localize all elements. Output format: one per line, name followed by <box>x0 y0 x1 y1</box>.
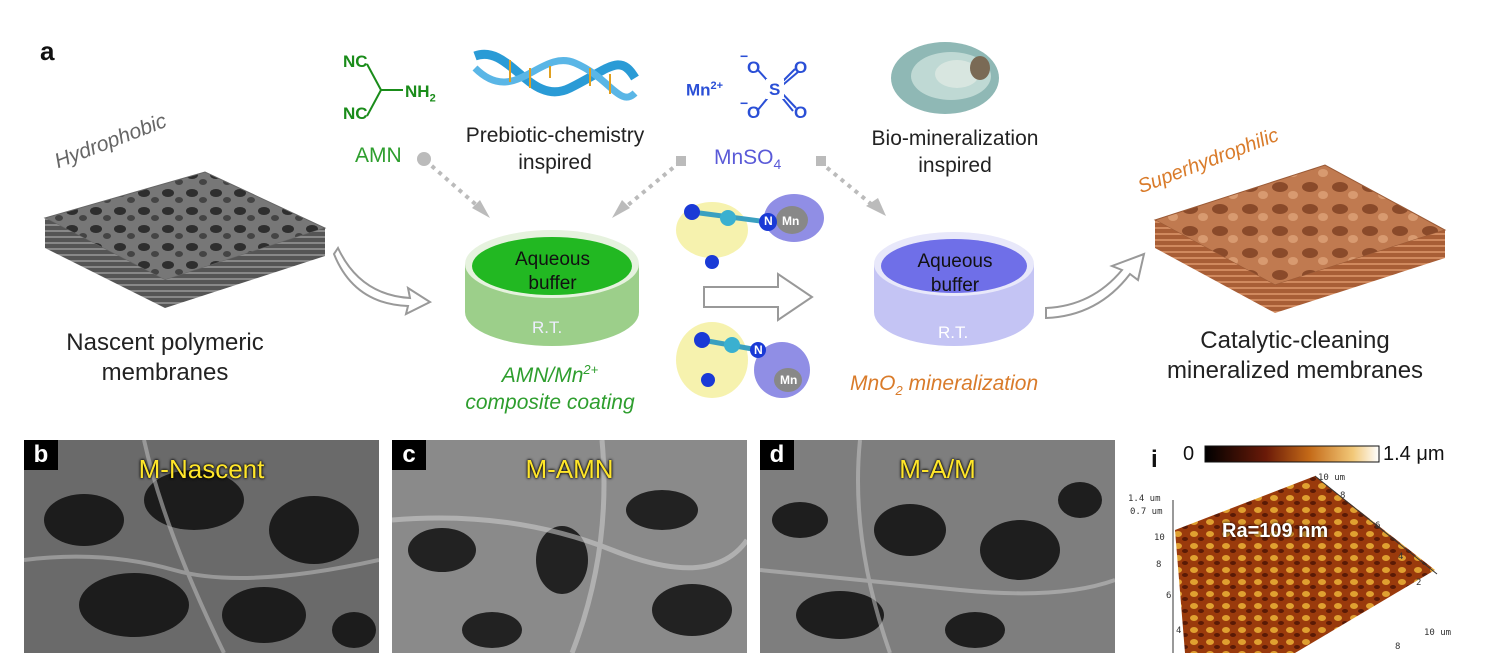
afm-ra-value: Ra=109 nm <box>1222 520 1329 542</box>
afm-right-tick-3: 6 <box>1375 521 1381 531</box>
mn-ion: Mn2+ <box>686 80 724 100</box>
sulfate-structure <box>756 68 799 112</box>
sem-image-b <box>24 440 379 653</box>
afm-right-tick-5: 2 <box>1416 578 1422 588</box>
sem-title-c: M-AMN <box>525 454 614 484</box>
mineralized-membrane-label: Catalytic-cleaning mineralized membranes <box>1166 327 1424 384</box>
sulfate-o3: O <box>747 103 761 122</box>
afm-left-tick-1: 10 <box>1154 533 1165 543</box>
sem-letter-d: d <box>760 440 794 470</box>
dna-helix-image <box>472 49 639 101</box>
afm-z-tick-2: 0.7 um <box>1130 507 1163 517</box>
afm-scale-min: 0 <box>1183 443 1195 465</box>
dish1-buffer: Aqueous buffer <box>514 249 590 294</box>
panel-letter-a: a <box>40 36 55 66</box>
afm-color-scale-bar <box>1204 445 1380 463</box>
mineralized-membrane-image <box>1153 164 1447 313</box>
sulfate-o2: O <box>794 58 808 77</box>
dotted-arrows <box>417 152 886 218</box>
afm-scale-max: 1.4 μm <box>1383 443 1445 465</box>
curved-arrow-right <box>1045 252 1146 320</box>
curved-arrow-left <box>332 245 433 316</box>
afm-z-tick-1: 1.4 um <box>1128 494 1161 504</box>
dish1-caption: AMN/Mn2+ composite coating <box>465 362 635 414</box>
amn-nc-bottom: NC <box>343 104 368 123</box>
afm-right-tick-4: 4 <box>1398 552 1404 562</box>
orbital-diagrams <box>676 194 824 398</box>
afm-left-tick-3: 6 <box>1166 591 1172 601</box>
afm-3d-surface <box>1172 475 1438 653</box>
dish2-caption: MnO2 mineralization <box>850 372 1039 399</box>
sem-letter-b: b <box>24 440 58 470</box>
abalone-shell-image <box>891 42 999 114</box>
biomineralization-label: Bio-mineralization inspired <box>871 127 1039 177</box>
afm-letter: i <box>1151 446 1158 473</box>
amn-structure <box>366 63 403 117</box>
straight-arrow-middle <box>703 272 814 322</box>
prebiotic-label: Prebiotic-chemistry inspired <box>465 124 645 174</box>
amn-nh2: NH2 <box>405 82 436 105</box>
dish-mno2 <box>874 232 1034 346</box>
orbital-n-1: N <box>764 214 773 228</box>
afm-right-tick-2: 8 <box>1340 491 1346 501</box>
sulfate-s: S <box>769 80 781 99</box>
afm-bottom-tick-1: 10 um <box>1424 628 1452 638</box>
sulfate-neg2: − <box>740 95 749 111</box>
nascent-membrane-image <box>43 171 327 308</box>
orbital-n-2: N <box>754 343 763 357</box>
sem-image-d <box>760 440 1115 653</box>
sulfate-o1: O <box>747 58 761 77</box>
amn-label: AMN <box>355 144 402 167</box>
orbital-mn-1: Mn <box>782 214 800 228</box>
sem-letter-c: c <box>392 440 426 470</box>
dish1-temp: R.T. <box>532 318 563 337</box>
afm-bottom-tick-2: 8 <box>1395 642 1401 652</box>
sem-panel-c: c M-AMN <box>392 440 747 653</box>
orbital-mn-2: Mn <box>780 373 798 387</box>
afm-right-tick-1: 10 um <box>1318 473 1346 483</box>
sem-panel-b: b M-Nascent <box>24 440 379 653</box>
sem-title-b: M-Nascent <box>138 454 265 484</box>
sem-title-d: M-A/M <box>899 454 976 484</box>
amn-nc-top: NC <box>343 52 368 71</box>
dish2-buffer: Aqueous buffer <box>917 251 993 296</box>
dish-amn <box>465 230 639 346</box>
afm-left-tick-4: 4 <box>1176 626 1182 636</box>
nascent-membrane-label: Nascent polymeric membranes <box>66 329 264 386</box>
afm-left-tick-2: 8 <box>1156 560 1162 570</box>
sem-panel-d: d M-A/M <box>760 440 1115 653</box>
dish2-temp: R.T. <box>938 323 969 342</box>
sulfate-neg1: − <box>740 48 749 64</box>
sem-image-c <box>392 440 747 653</box>
mnso4-label: MnSO4 <box>714 146 782 173</box>
sulfate-o4: O <box>794 103 808 122</box>
